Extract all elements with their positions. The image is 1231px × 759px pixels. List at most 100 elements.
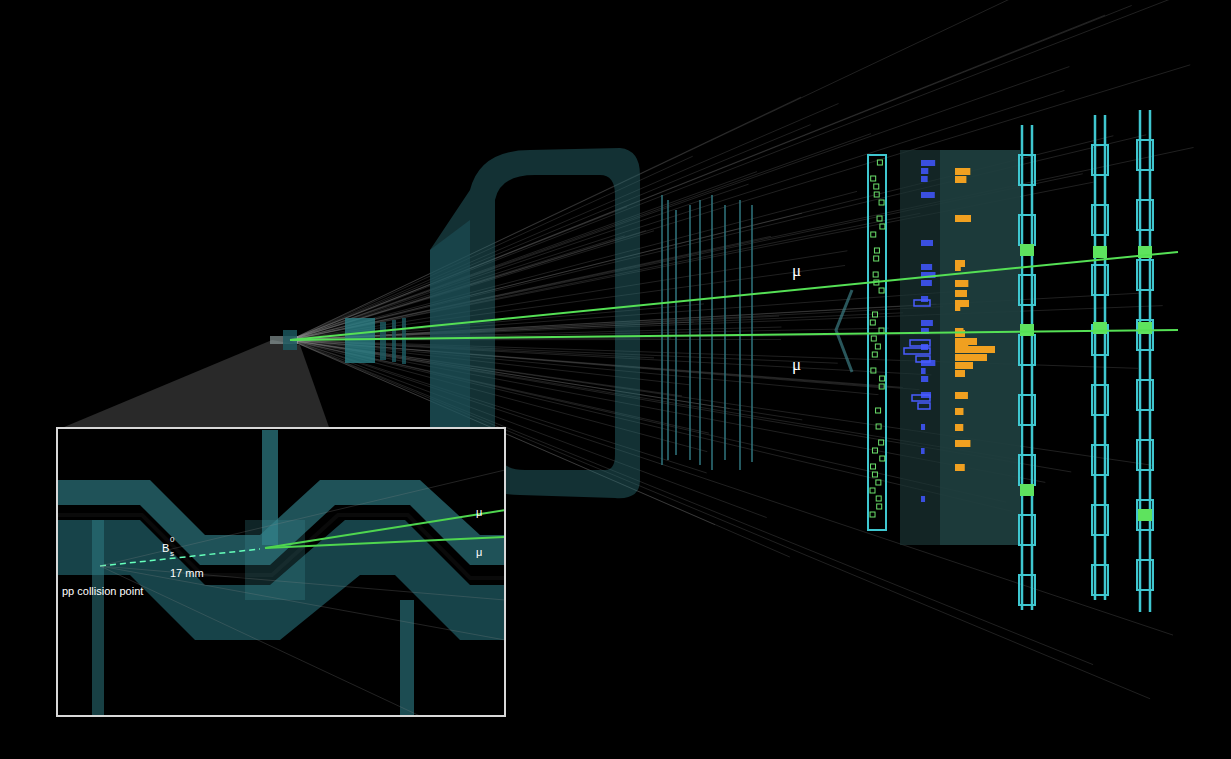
spd-hit bbox=[874, 184, 879, 189]
spd-hit bbox=[872, 472, 877, 477]
track bbox=[290, 103, 839, 340]
spd-hit bbox=[871, 464, 876, 469]
rich1 bbox=[283, 318, 406, 364]
hcal-bar bbox=[955, 362, 973, 369]
ecal-bar bbox=[921, 320, 933, 326]
spd-hit bbox=[871, 176, 876, 181]
muon-pad bbox=[1137, 320, 1153, 350]
muon-pad bbox=[1092, 205, 1108, 235]
ecal-bar bbox=[910, 340, 930, 346]
muon-pad bbox=[1137, 200, 1153, 230]
spd-hit bbox=[879, 328, 884, 333]
hcal-bar bbox=[955, 176, 966, 183]
muon-chamber bbox=[1140, 110, 1150, 612]
hcal-bar bbox=[955, 392, 968, 399]
spd-hit bbox=[876, 480, 881, 485]
spd-hit bbox=[876, 408, 881, 413]
spd-hit bbox=[877, 216, 882, 221]
muon-hit bbox=[1020, 244, 1034, 256]
muon-hit bbox=[1093, 246, 1107, 258]
hcal-bar bbox=[955, 424, 963, 431]
spd-hit bbox=[874, 256, 879, 261]
hcal-bar bbox=[955, 280, 968, 287]
particle-label: pp collision point bbox=[62, 586, 143, 597]
muon-pad bbox=[1019, 335, 1035, 365]
spd-hit bbox=[880, 224, 885, 229]
hcal-bar bbox=[955, 215, 971, 222]
ecal-bar bbox=[921, 296, 928, 302]
muon-hit bbox=[1020, 324, 1034, 336]
muon-pad bbox=[1092, 385, 1108, 415]
track bbox=[290, 0, 1171, 340]
spd-hit bbox=[877, 504, 882, 509]
dimension: 17 mm bbox=[170, 568, 204, 579]
muon-pad bbox=[1019, 275, 1035, 305]
muon-pad bbox=[1092, 505, 1108, 535]
spd-hit bbox=[880, 456, 885, 461]
hcal-bar bbox=[955, 354, 987, 361]
hcal-bar bbox=[955, 408, 963, 415]
muon-pad bbox=[1019, 155, 1035, 185]
muon-tracks bbox=[290, 252, 1178, 340]
muon-pad bbox=[1019, 575, 1035, 605]
particle-label: B bbox=[162, 543, 169, 554]
particle-label: μ bbox=[792, 262, 801, 279]
ecal-bar bbox=[921, 368, 926, 374]
particle-label: 0 bbox=[170, 536, 174, 544]
track bbox=[290, 340, 879, 395]
spd-hit bbox=[873, 272, 878, 277]
muon-hit bbox=[1020, 484, 1034, 496]
ecal-bar bbox=[921, 424, 925, 430]
spd-hit bbox=[877, 160, 882, 165]
spd-ps bbox=[868, 155, 886, 530]
muon-pad bbox=[1137, 440, 1153, 470]
ecal-bar bbox=[921, 344, 928, 350]
ecal-bar bbox=[921, 448, 925, 454]
muon-pad bbox=[1092, 265, 1108, 295]
spd-hit bbox=[872, 448, 877, 453]
spd-hit bbox=[871, 368, 876, 373]
muon-pad bbox=[1137, 140, 1153, 170]
ecal-bar bbox=[921, 168, 928, 174]
ecal-bar bbox=[904, 348, 930, 354]
calorimeter-hits bbox=[870, 160, 995, 517]
ecal-bar bbox=[921, 240, 933, 246]
hcal-bar bbox=[955, 440, 970, 447]
ecal-bar bbox=[921, 360, 935, 366]
muon-pad bbox=[1092, 145, 1108, 175]
spd-hit bbox=[871, 336, 876, 341]
hcal-bar bbox=[955, 346, 995, 353]
track bbox=[290, 172, 757, 340]
muon-pad bbox=[1019, 215, 1035, 245]
hcal-bar bbox=[955, 300, 969, 307]
hcal-bar bbox=[955, 330, 965, 337]
particle-label: μ bbox=[476, 547, 482, 558]
hcal-bar bbox=[955, 290, 967, 297]
ecal-bar bbox=[921, 160, 935, 166]
ecal-bar bbox=[914, 300, 930, 306]
muon-pad bbox=[1019, 455, 1035, 485]
hcal-bar bbox=[955, 260, 965, 267]
ecal-bar bbox=[921, 176, 928, 182]
muon-pad bbox=[1019, 515, 1035, 545]
spd-hit bbox=[879, 440, 884, 445]
particle-label: μ bbox=[476, 507, 482, 518]
spd-hit bbox=[879, 384, 884, 389]
muon-pad bbox=[1092, 565, 1108, 595]
track bbox=[290, 191, 857, 340]
hcal-panel bbox=[940, 150, 1020, 545]
hcal-bar bbox=[955, 168, 970, 175]
muon-hit bbox=[1138, 322, 1152, 334]
hcal-bar bbox=[955, 464, 965, 471]
muon-chamber bbox=[1022, 125, 1032, 610]
ecal-bar bbox=[921, 264, 932, 270]
spd-hit bbox=[875, 344, 880, 349]
muon-pad bbox=[1092, 445, 1108, 475]
ecal-bar bbox=[916, 356, 930, 362]
muon-hit bbox=[1093, 322, 1107, 334]
track bbox=[290, 213, 920, 340]
spd-hit bbox=[874, 192, 879, 197]
muon-hit bbox=[1138, 509, 1152, 521]
spd-hit bbox=[870, 320, 875, 325]
